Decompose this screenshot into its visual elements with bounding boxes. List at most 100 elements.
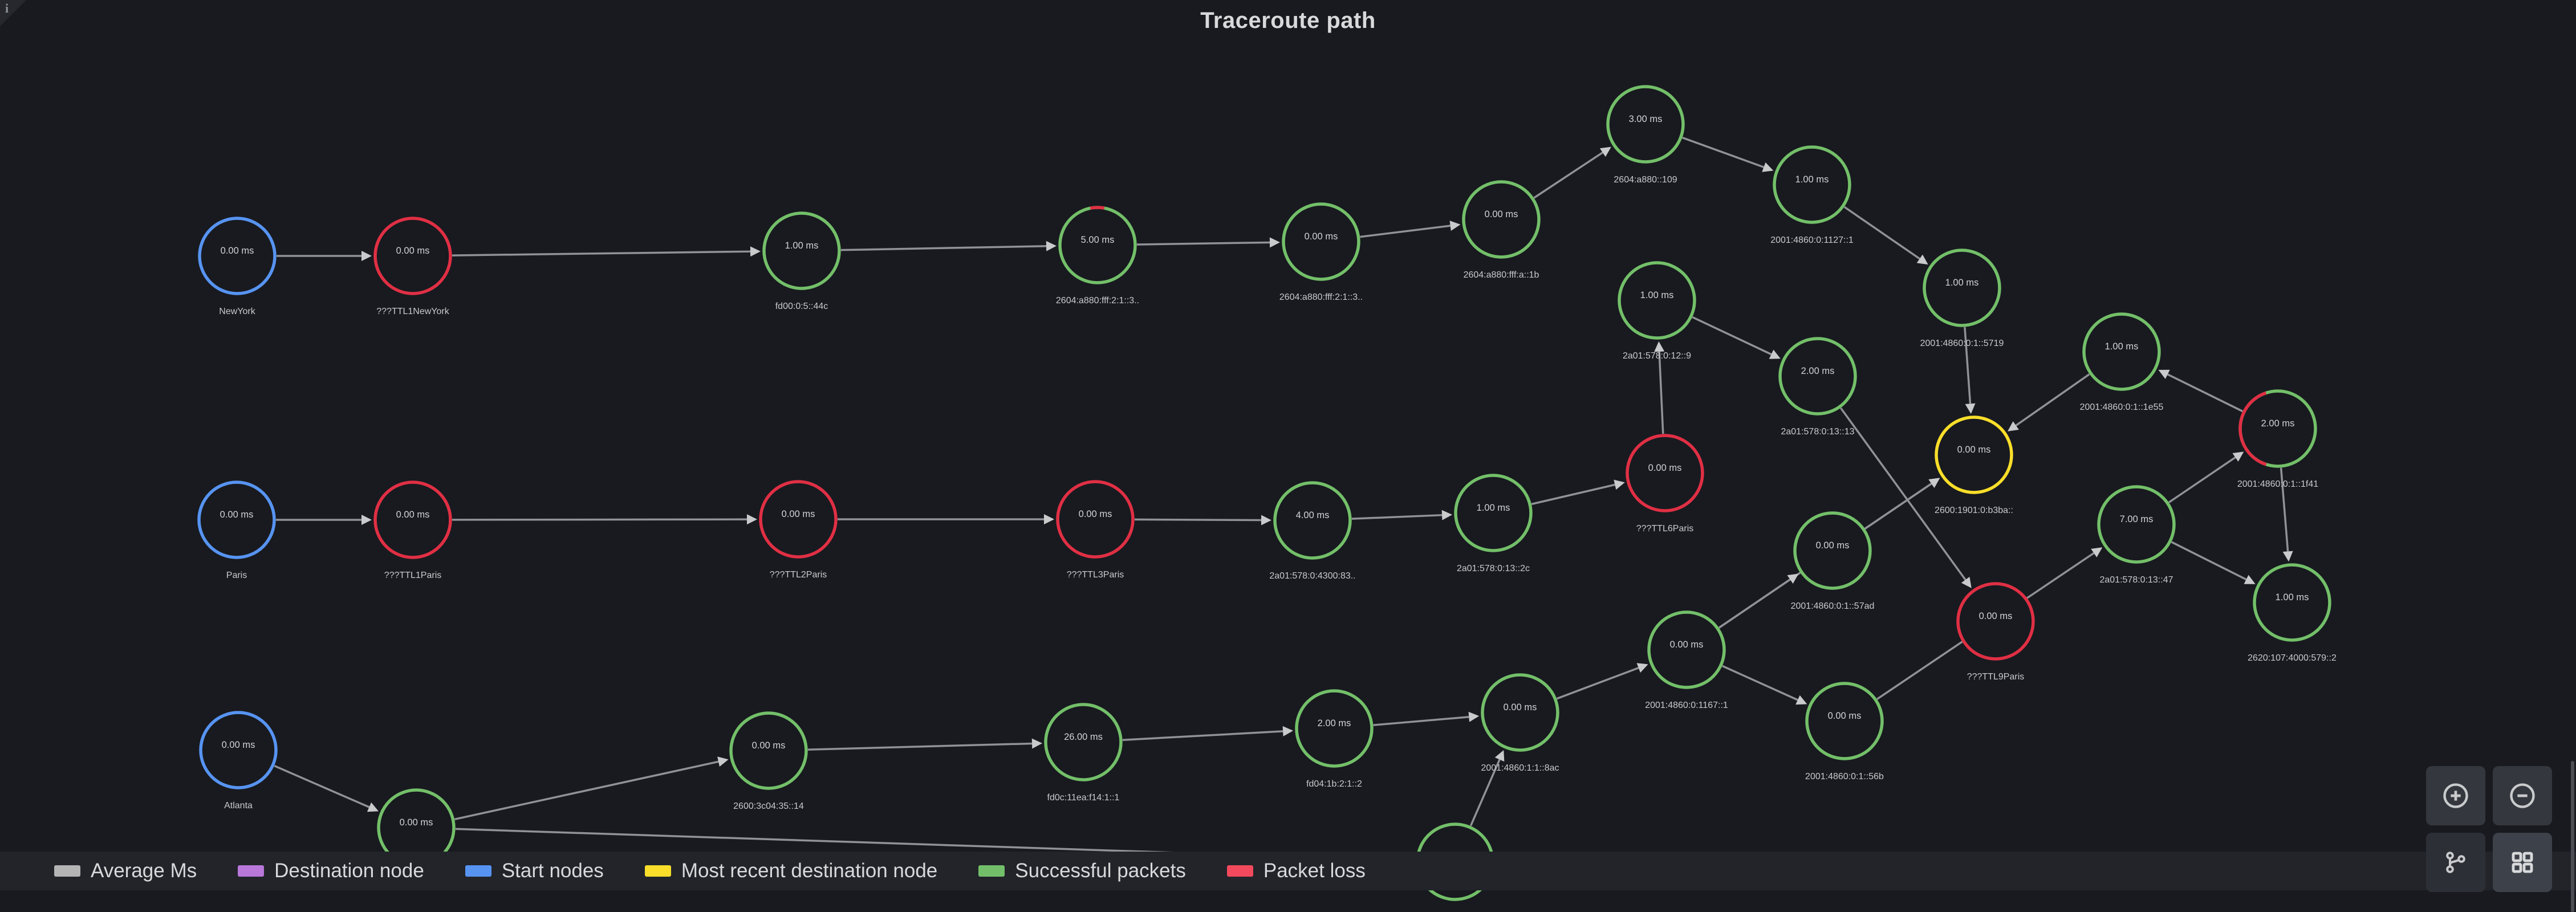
graph-edge (274, 764, 370, 808)
node-label: fd0c:11ea:f14:1::1 (1047, 793, 1120, 803)
node-label: 2001:4860:0:1::5719 (1920, 339, 2004, 348)
graph-edge (2168, 457, 2236, 503)
node-avg-ms: 1.00 ms (2105, 341, 2139, 352)
edge-arrow-icon (367, 802, 379, 812)
node-avg-ms: 2.00 ms (2261, 418, 2295, 429)
node-avg-ms: 0.00 ms (1670, 640, 1704, 650)
panel-corner-icon[interactable] (0, 0, 26, 26)
node-label: 2604:a880:fff:2:1::3.. (1056, 296, 1139, 306)
packet-loss-arc (1058, 206, 1137, 284)
edge-arrow-icon (717, 756, 729, 767)
legend-item-most-recent-destination-node[interactable]: Most recent destination node (644, 860, 938, 882)
graph-node[interactable]: 0.00 ms???TTL6Paris (1626, 434, 1704, 534)
graph-node[interactable]: 0.00 ms???TTL3Paris (1056, 480, 1135, 580)
edge-arrow-icon (2091, 547, 2103, 557)
node-label: 2a01:578:0:13::47 (2099, 575, 2173, 585)
graph-node[interactable]: 0.00 ms???TTL1NewYork (373, 217, 452, 316)
node-avg-ms: 2.00 ms (1801, 366, 1835, 376)
graph-edge (807, 742, 1033, 751)
edge-arrow-icon (1044, 514, 1054, 524)
node-label: 2001:4860:0:1::1f41 (2237, 479, 2318, 489)
zoom-out-button[interactable] (2493, 766, 2552, 825)
legend-label: Destination node (274, 860, 424, 882)
node-label: 2a01:578:0:13::13 (1781, 427, 1854, 437)
node-avg-ms: 0.00 ms (1816, 540, 1850, 551)
graph-edge (2167, 373, 2243, 413)
zoom-in-button[interactable] (2426, 766, 2485, 825)
node-label: 2604:a880:fff:2:1::3.. (1279, 292, 1363, 302)
graph-node[interactable]: 0.00 ms???TTL9Paris (1956, 582, 2035, 682)
legend-item-start-nodes[interactable]: Start nodes (465, 860, 604, 882)
plus-circle-icon (2441, 781, 2471, 811)
legend-bar: Average Ms Destination node Start nodes Mos… (0, 852, 2576, 890)
node-label: ???TTL3Paris (1067, 570, 1124, 580)
graph-node[interactable]: 0.00 ms (377, 788, 456, 867)
graph-edge (1692, 316, 1772, 356)
edge-arrow-icon (1762, 162, 1774, 172)
edge-arrow-icon (2158, 369, 2170, 379)
edge-arrow-icon (1468, 711, 1480, 722)
legend-item-destination-node[interactable]: Destination node (238, 860, 424, 882)
edge-arrow-icon (1965, 403, 1976, 414)
git-branch-icon (2442, 849, 2469, 876)
legend-label: Most recent destination node (681, 860, 938, 882)
graph-edge (2015, 373, 2090, 426)
node-avg-ms: 0.00 ms (400, 817, 433, 828)
legend-item-average-ms[interactable]: Average Ms (54, 860, 197, 882)
edge-arrow-icon (1046, 241, 1057, 251)
vertical-scrollbar[interactable] (2571, 761, 2574, 912)
node-avg-ms: 1.00 ms (1795, 174, 1829, 185)
graph-edge (1658, 351, 1664, 434)
node-label: 2001:4860:0:1::57ad (1791, 601, 1875, 611)
node-label: Paris (226, 571, 247, 580)
graph-edge (1360, 225, 1450, 238)
graph-edge (1469, 759, 1501, 826)
legend-item-successful-packets[interactable]: Successful packets (978, 860, 1186, 882)
node-label: ???TTL2Paris (770, 570, 827, 580)
legend-swatch-icon (54, 865, 80, 877)
edge-arrow-icon (1961, 576, 1972, 588)
node-label: 2a01:578:0:12::9 (1623, 351, 1691, 361)
graph-node[interactable]: 0.00 ms???TTL2Paris (759, 480, 838, 580)
graph-node[interactable]: 0.00 ms???TTL1Paris (373, 481, 452, 580)
edge-arrow-icon (361, 251, 372, 261)
graph-edge (1840, 407, 1966, 581)
legend-swatch-icon (465, 865, 491, 877)
graph-edge (1843, 206, 1920, 260)
layout-tree-button[interactable] (2426, 833, 2485, 892)
graph-edge (1682, 136, 1764, 168)
node-label: 2620:107:4000:579::2 (2248, 653, 2337, 663)
layout-grid-button[interactable] (2493, 833, 2552, 892)
node-label: Atlanta (224, 801, 253, 811)
legend-item-packet-loss[interactable]: Packet loss (1226, 860, 1366, 882)
graph-edge (1718, 579, 1791, 629)
